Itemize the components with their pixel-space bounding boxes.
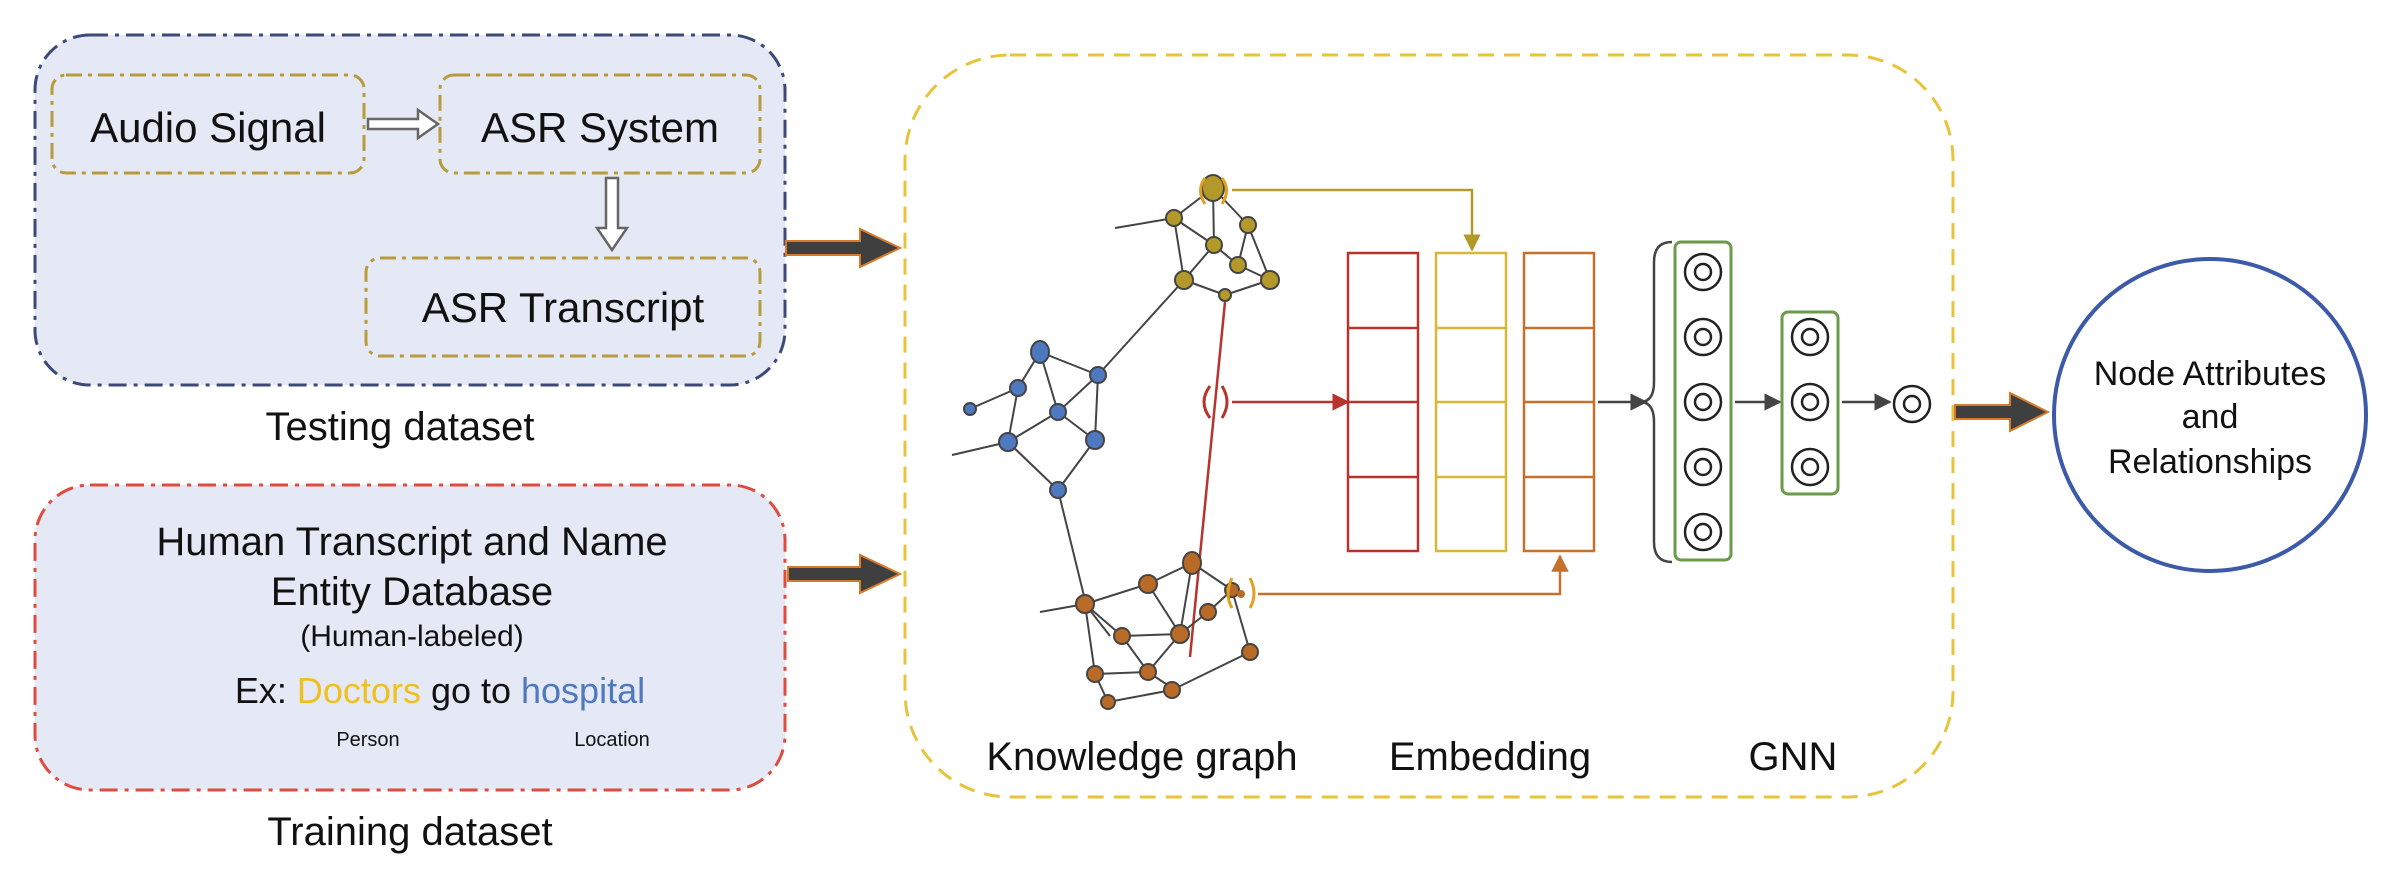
output-line-3: Relationships [2108,443,2312,481]
audio-signal-box: Audio Signal [50,73,366,175]
example-location-word: hospital [521,670,645,711]
training-line-3: (Human-labeled) [300,620,523,653]
asr-transcript-box: ASR Transcript [364,256,762,358]
knowledge-graph [951,174,1569,710]
training-line-1: Human Transcript and Name [156,520,667,564]
asr-system-box: ASR System [438,73,762,175]
gold-node-highlight-icon [1199,177,1228,205]
training-dataset-panel: Human Transcript and Name Entity Databas… [33,483,787,792]
output-line-1: Node Attributes [2094,355,2326,393]
embedding-columns [1346,251,1596,553]
testing-dataset-caption: Testing dataset [265,405,534,449]
tag-location: Location [574,729,650,751]
testing-dataset-panel: Audio Signal ASR System ASR Transcript [33,33,787,387]
output-circle: Node Attributes and Relationships [2052,257,2368,573]
brown-cluster [1039,551,1259,710]
tag-person: Person [336,729,399,751]
training-to-pipeline-arrow-icon [787,553,903,595]
pipeline-panel [903,53,1955,799]
hollow-arrow-right-icon [366,107,441,141]
gold-embedding-link [1232,188,1481,252]
training-example: Ex: Doctors go to hospital [235,670,645,711]
gnn-label: GNN [1749,735,1838,779]
red-edge-highlight-icon [1202,385,1229,419]
blue-cluster [951,340,1107,499]
asr-system-label: ASR System [481,104,719,151]
pipeline-to-output-arrow-icon [1954,391,2051,433]
brown-embedding-link [1258,554,1569,596]
embedding-column-red [1346,251,1420,553]
audio-signal-label: Audio Signal [90,104,326,151]
gnn-block [1639,240,1932,564]
brown-node-highlight-icon [1226,577,1256,609]
curly-brace-icon [1639,240,1673,564]
embedding-column-gold [1434,251,1508,553]
gnn-output-node [1892,384,1932,424]
gnn-input-layer [1683,252,1723,552]
asr-transcript-label: ASR Transcript [422,284,705,331]
hollow-arrow-down-icon [594,176,630,253]
output-line-2: and [2182,398,2239,436]
gold-cluster [1114,174,1280,302]
testing-to-pipeline-arrow-icon [785,227,903,269]
embedding-column-brown [1522,251,1596,553]
training-dataset-caption: Training dataset [267,810,552,854]
embedding-label: Embedding [1389,735,1591,779]
example-person-word: Doctors [297,670,421,711]
gnn-hidden-layer [1790,317,1830,487]
knowledge-graph-label: Knowledge graph [986,735,1297,779]
training-line-2: Entity Database [271,570,553,614]
example-prefix: Ex: [235,670,297,711]
example-middle: go to [421,670,521,711]
